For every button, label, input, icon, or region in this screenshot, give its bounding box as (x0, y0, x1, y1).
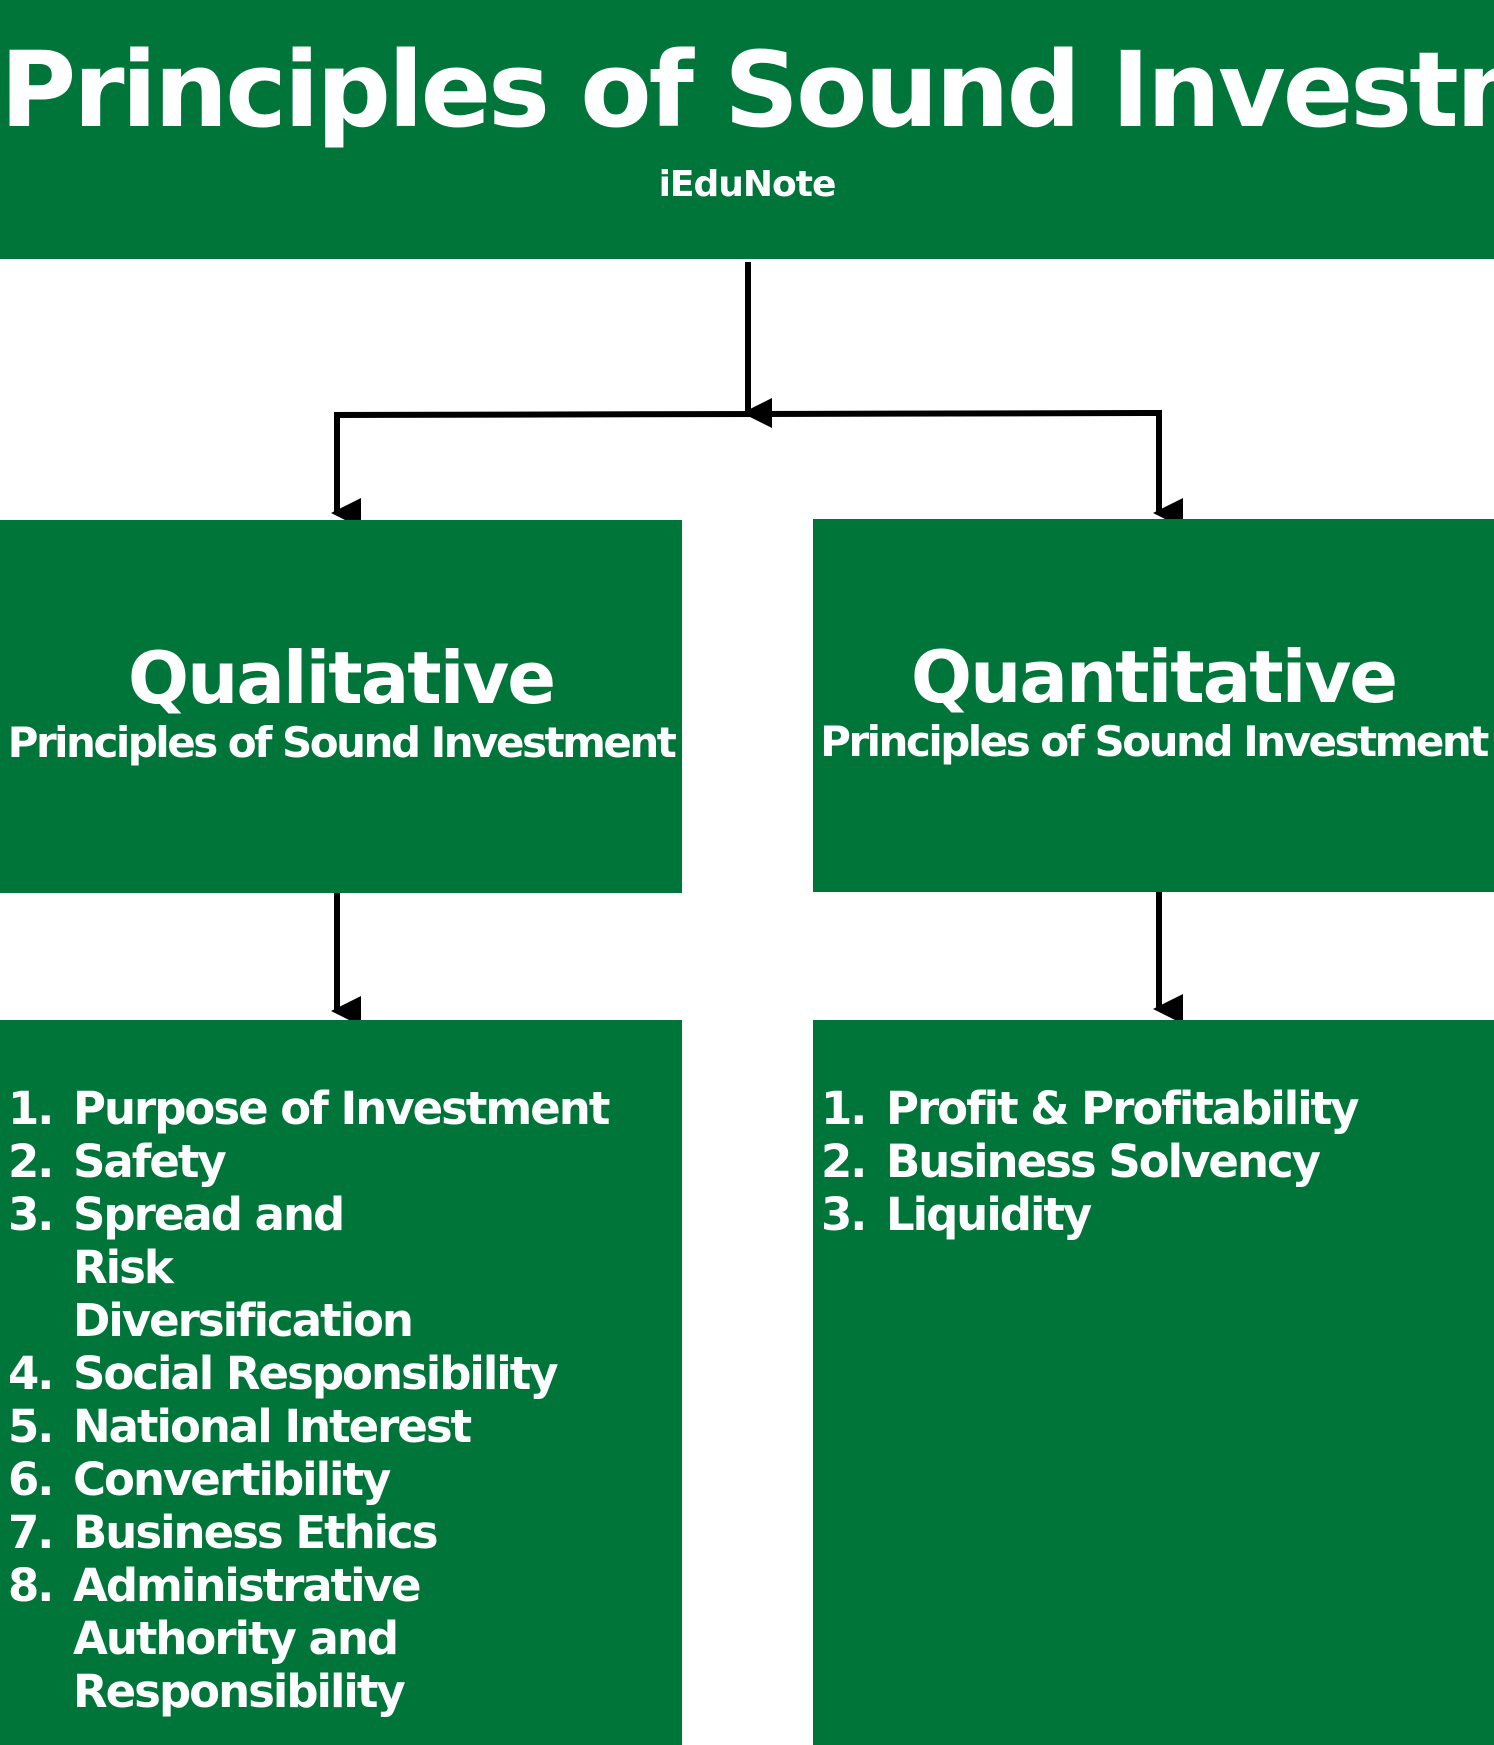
item-number: 4. (8, 1347, 54, 1400)
item-number: 8. (8, 1559, 54, 1612)
item-number: 3. (8, 1188, 54, 1241)
item-label: Purpose of Investment (73, 1082, 610, 1135)
quantitative-title: Quantitative (910, 635, 1398, 719)
list-item: 6. Convertibility (8, 1453, 633, 1506)
list-item: 3. Spread and Risk Diversification (8, 1188, 433, 1347)
item-label: Spread and Risk Diversification (73, 1188, 414, 1347)
item-number: 2. (8, 1135, 54, 1188)
list-item: 7. Business Ethics (8, 1506, 633, 1559)
diagram-subtitle: iEduNote (658, 164, 837, 205)
item-label: Safety (73, 1135, 227, 1188)
item-number: 1. (8, 1082, 54, 1135)
list-item: 1. Profit & Profitability (821, 1082, 1359, 1135)
item-label: Administrative Authority and Responsibil… (73, 1559, 421, 1718)
item-label: Profit & Profitability (886, 1082, 1359, 1135)
item-label: Business Solvency (886, 1135, 1321, 1188)
item-label: Convertibility (73, 1453, 391, 1506)
list-item: 3. Liquidity (821, 1188, 1357, 1241)
list-item: 8. Administrative Authority and Responsib… (8, 1559, 633, 1718)
branch-line (333, 410, 1163, 418)
list-item: 1. Purpose of Investment (8, 1082, 633, 1135)
header-box: Principles of Sound Investment iEduNote (0, 0, 1494, 259)
qualitative-list: 1. Purpose of Investment 2. Safety 3. Sprea… (8, 1082, 633, 1718)
quantitative-box: Quantitative Principles of Sound Investm… (813, 519, 1494, 892)
item-label: Business Ethics (73, 1506, 439, 1559)
item-label: National Interest (73, 1400, 472, 1453)
qualitative-box: Qualitative Principles of Sound Investme… (0, 520, 682, 893)
qualitative-title: Qualitative (127, 636, 556, 720)
qualitative-list-box: 1. Purpose of Investment 2. Safety 3. Sprea… (0, 1020, 682, 1745)
item-number: 7. (8, 1506, 54, 1559)
quantitative-list: 1. Profit & Profitability 2. Business Solv… (821, 1082, 1359, 1241)
quantitative-subtitle: Principles of Sound Investment (820, 717, 1489, 766)
list-item: 2. Safety (8, 1135, 633, 1188)
item-number: 5. (8, 1400, 54, 1453)
item-label: Liquidity (886, 1188, 1092, 1241)
list-item: 2. Business Solvency (821, 1135, 1357, 1188)
item-label: Social Responsibility (73, 1347, 559, 1400)
item-number: 3. (821, 1188, 867, 1241)
list-item: 4. Social Responsibility (8, 1347, 633, 1400)
list-item: 5. National Interest (8, 1400, 633, 1453)
item-number: 1. (821, 1082, 867, 1135)
diagram-title: Principles of Sound Investment (0, 29, 1494, 151)
item-number: 2. (821, 1135, 867, 1188)
quantitative-list-box: 1. Profit & Profitability 2. Business Solv… (813, 1020, 1494, 1745)
qualitative-subtitle: Principles of Sound Investment (7, 718, 677, 767)
item-number: 6. (8, 1453, 54, 1506)
